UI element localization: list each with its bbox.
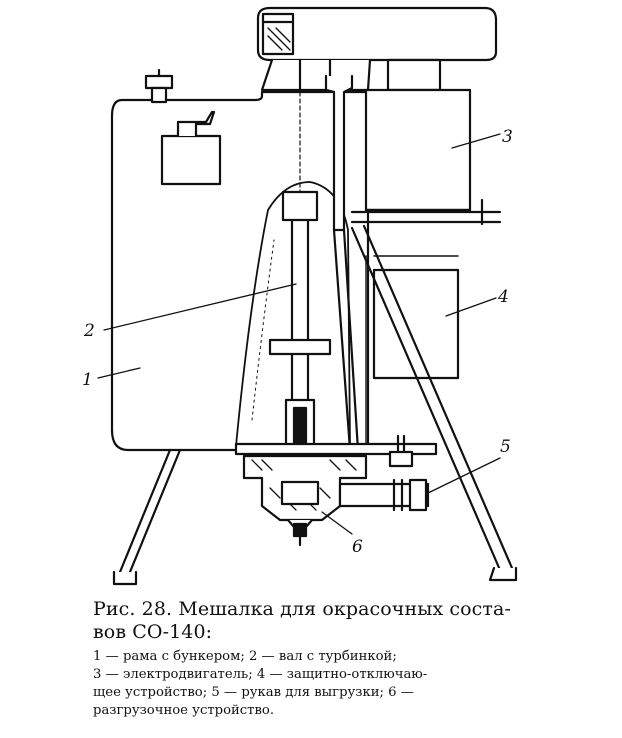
mixer-drawing: 1 2 3 4 5 6 [82, 6, 518, 586]
protective-device [365, 255, 460, 451]
frame-post [324, 74, 360, 452]
electric-motor [350, 88, 502, 226]
label-part-6: 6 [352, 537, 363, 557]
label-part-3: 3 [502, 127, 513, 147]
support-legs [112, 448, 182, 586]
figure-legend: 1 — рама с бункером; 2 — вал с турбинкой… [93, 648, 543, 720]
label-part-2: 2 [83, 321, 95, 341]
label-part-1: 1 [82, 370, 93, 390]
outlet-sleeve [338, 478, 430, 512]
legend-line-3: щее устройство; 5 — рукав для выгрузки; … [93, 685, 414, 700]
caption-line-2: вов СО-140: [93, 621, 213, 643]
legend-line-1: 1 — рама с бункером; 2 — вал с турбинкой… [93, 649, 397, 664]
label-part-4: 4 [497, 287, 509, 307]
discharge-hose [350, 224, 518, 582]
legend-line-4: разгрузочное устройство. [93, 703, 275, 718]
motor-cap [256, 6, 498, 62]
bottom-plate [234, 434, 438, 468]
label-part-5: 5 [500, 437, 511, 457]
legend-line-2: 3 — электродвигатель; 4 — защитно-отключ… [93, 667, 428, 682]
figure-caption: Рис. 28. Мешалка для окрасочных соста- в… [93, 598, 533, 644]
discharge-unit [242, 454, 368, 538]
mixer-illustration: 1 2 3 4 5 6 [82, 6, 518, 586]
caption-line-1: Рис. 28. Мешалка для окрасочных соста- [93, 598, 511, 620]
leader-lines [97, 133, 501, 535]
